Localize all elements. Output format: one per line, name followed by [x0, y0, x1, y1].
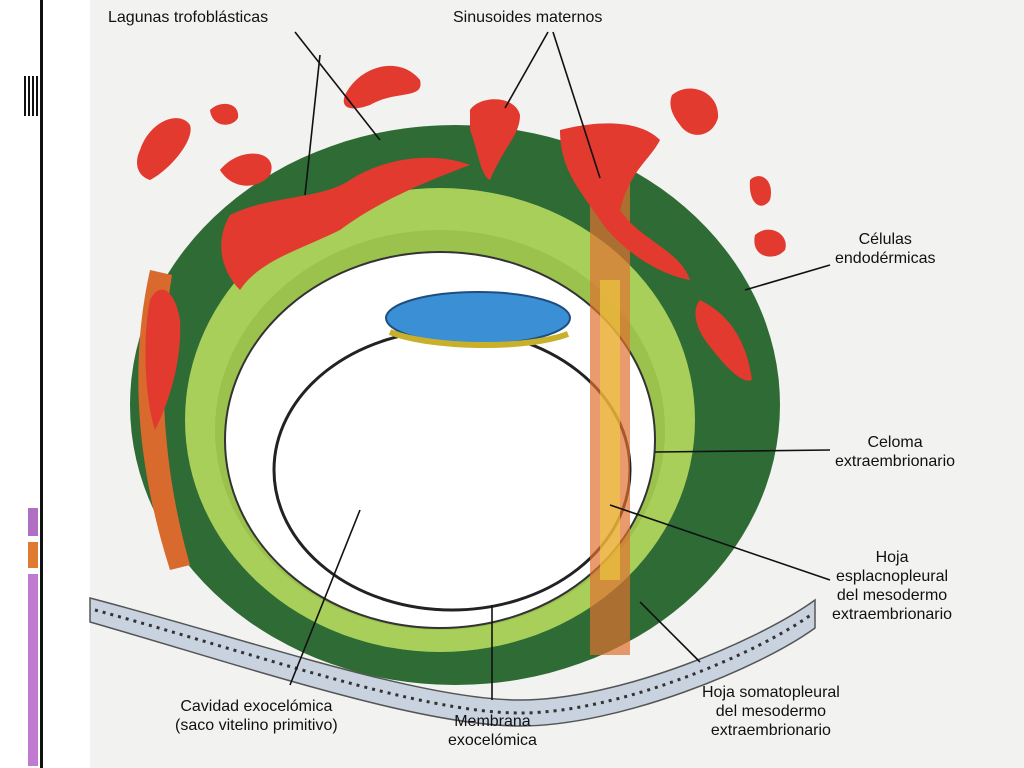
hypoblast — [388, 329, 570, 348]
leader-lines — [289, 31, 831, 700]
top-decoration — [24, 76, 40, 116]
primitive-yolk-sac — [272, 328, 632, 612]
label-lagunas-trofoblasticas: Lagunas trofoblásticas — [108, 9, 269, 26]
epithelium-cells — [94, 608, 813, 715]
bottom-decoration — [28, 508, 40, 768]
left-rule — [40, 0, 43, 768]
label-sinusoides-maternos: Sinusoides maternos — [453, 9, 603, 26]
maternal-sinusoids — [137, 65, 786, 430]
label-cavidad-exocelomica: Cavidad exocelómica(saco vitelino primit… — [175, 698, 338, 734]
implantation-strip-yellow — [600, 280, 620, 580]
